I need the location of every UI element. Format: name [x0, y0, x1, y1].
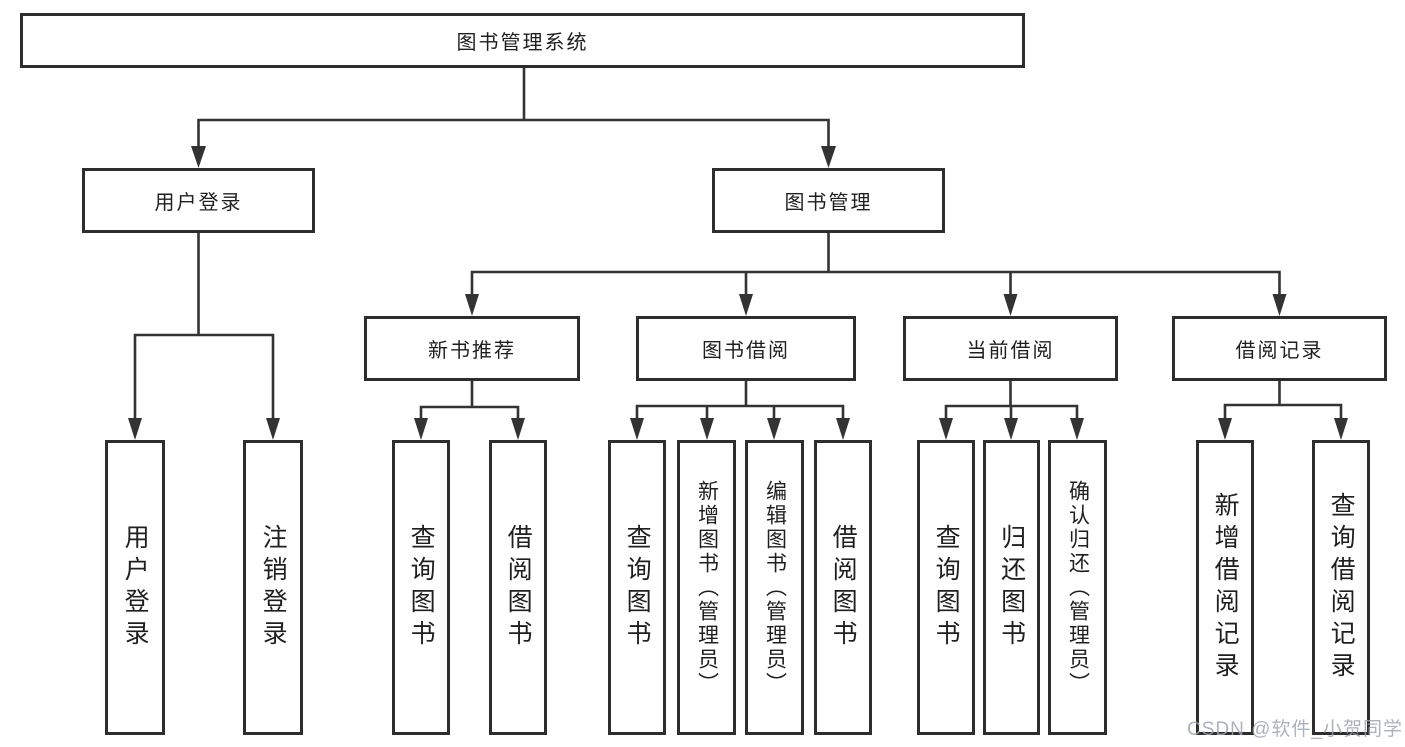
node-label: 注销登录: [259, 523, 288, 652]
leaf-edit-book-admin: 编辑图书（管理员）: [745, 440, 804, 735]
node-label: 确认归还（管理员）: [1066, 479, 1090, 696]
leaf-borrow-books: 借阅图书: [489, 440, 547, 735]
node-new-book-recommend: 新书推荐: [364, 316, 580, 381]
node-label: 新增借阅记录: [1211, 491, 1240, 684]
leaf-add-borrow-record: 新增借阅记录: [1196, 440, 1254, 735]
node-label: 用户登录: [154, 192, 243, 214]
node-label: 查询图书: [407, 523, 436, 652]
leaf-query-borrow-record: 查询借阅记录: [1312, 440, 1370, 735]
node-label: 用户登录: [121, 523, 150, 652]
leaf-query-books: 查询图书: [917, 440, 975, 735]
node-label: 查询借阅记录: [1327, 491, 1356, 684]
node-user-login: 用户登录: [82, 168, 315, 233]
node-label: 借阅图书: [504, 523, 533, 652]
leaf-query-books: 查询图书: [608, 440, 666, 735]
node-current-borrowing: 当前借阅: [903, 316, 1118, 381]
node-book-borrowing: 图书借阅: [636, 316, 856, 381]
leaf-query-books: 查询图书: [392, 440, 450, 735]
node-label: 图书管理: [784, 192, 873, 214]
node-label: 当前借阅: [966, 340, 1055, 362]
leaf-confirm-return-admin: 确认归还（管理员）: [1048, 440, 1107, 735]
leaf-return-books: 归还图书: [983, 440, 1040, 735]
node-book-management: 图书管理: [712, 168, 945, 233]
node-label: 编辑图书（管理员）: [763, 479, 787, 696]
node-label: 新书推荐: [428, 340, 516, 362]
node-borrowing-records: 借阅记录: [1172, 316, 1387, 381]
node-label: 归还图书: [997, 523, 1026, 652]
arrowheads: [128, 146, 1348, 440]
leaf-add-book-admin: 新增图书（管理员）: [677, 440, 736, 735]
leaf-logout: 注销登录: [243, 440, 303, 735]
node-library-management-system: 图书管理系统: [20, 13, 1025, 68]
node-label: 图书管理系统: [456, 32, 589, 54]
node-label: 图书借阅: [702, 340, 790, 362]
node-label: 新增图书（管理员）: [695, 479, 719, 696]
leaf-user-login: 用户登录: [105, 440, 165, 735]
node-label: 借阅图书: [829, 523, 858, 652]
node-label: 查询图书: [932, 523, 961, 652]
leaf-borrow-books: 借阅图书: [814, 440, 872, 735]
node-label: 借阅记录: [1235, 340, 1324, 362]
node-label: 查询图书: [623, 523, 652, 652]
